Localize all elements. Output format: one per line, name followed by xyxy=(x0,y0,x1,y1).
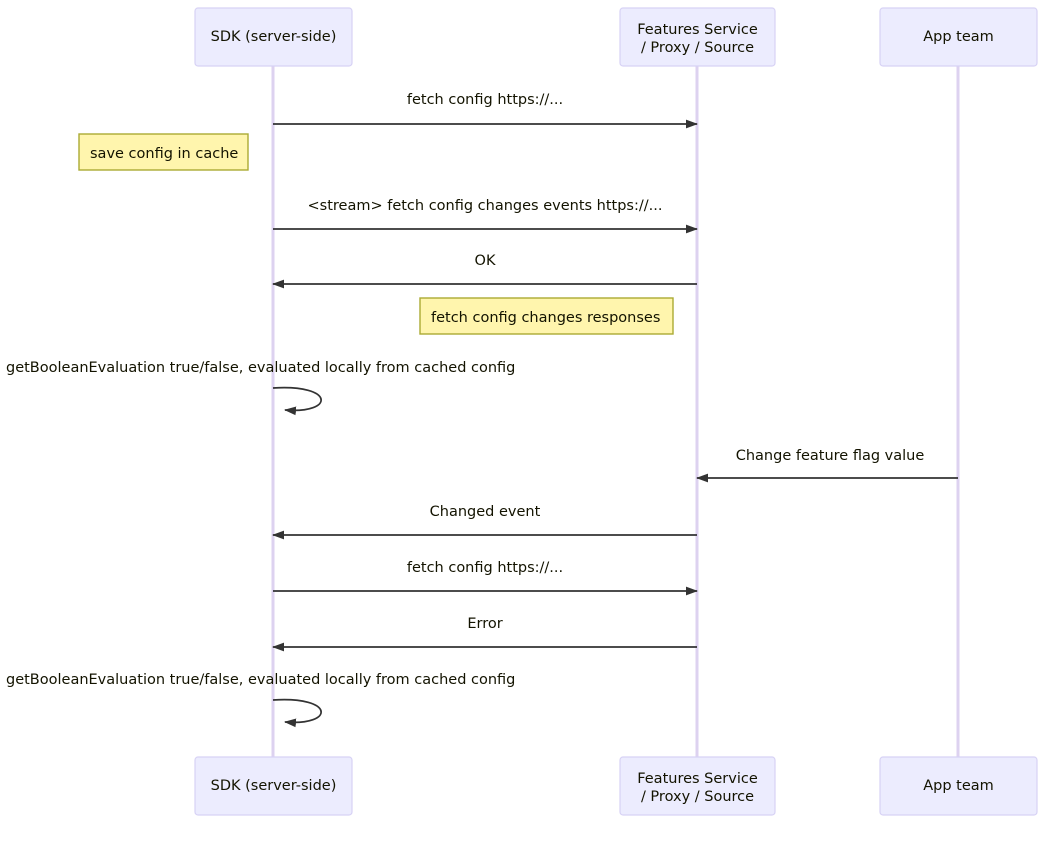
participant-box[interactable] xyxy=(619,756,776,816)
participant-features-bottom[interactable]: Features Service / Proxy / Source xyxy=(619,756,776,816)
message-label: <stream> fetch config changes events htt… xyxy=(308,198,663,214)
message-label: getBooleanEvaluation true/false, evaluat… xyxy=(6,360,515,376)
message-label: getBooleanEvaluation true/false, evaluat… xyxy=(6,672,515,688)
message-label: Change feature flag value xyxy=(736,448,925,464)
message-m3: OK xyxy=(272,253,697,289)
message-label: OK xyxy=(475,253,496,269)
participant-label: App team xyxy=(923,29,994,45)
messages-group: fetch config https://... <stream> fetch c… xyxy=(6,92,958,728)
note-label: fetch config changes responses xyxy=(431,310,660,326)
participant-box[interactable] xyxy=(194,756,353,816)
participant-features-top[interactable]: Features Service / Proxy / Source xyxy=(619,7,776,67)
note-box xyxy=(419,297,674,335)
message-label: Changed event xyxy=(430,504,541,520)
note-n2: fetch config changes responses xyxy=(419,297,674,335)
message-m2: <stream> fetch config changes events htt… xyxy=(273,198,698,234)
self-loop-arrow xyxy=(272,698,322,728)
participant-label: SDK (server-side) xyxy=(211,778,337,794)
message-m6: Changed event xyxy=(272,504,697,540)
note-label: save config in cache xyxy=(90,146,238,162)
note-n1: save config in cache xyxy=(78,133,249,171)
message-m9: getBooleanEvaluation true/false, evaluat… xyxy=(6,672,515,728)
participant-label-line1: Features Service xyxy=(637,771,758,787)
message-label: Error xyxy=(467,616,502,632)
participant-label-line2: / Proxy / Source xyxy=(641,40,754,56)
message-label: fetch config https://... xyxy=(407,560,563,576)
message-m7: fetch config https://... xyxy=(273,560,698,596)
participant-label-line1: Features Service xyxy=(637,22,758,38)
message-m5: Change feature flag value xyxy=(696,448,958,483)
participant-box[interactable] xyxy=(879,756,1038,816)
participant-sdk-bottom[interactable]: SDK (server-side) xyxy=(194,756,353,816)
message-m4: getBooleanEvaluation true/false, evaluat… xyxy=(6,360,515,416)
participant-sdk-top[interactable]: SDK (server-side) xyxy=(194,7,353,67)
actors-group: SDK (server-side) SDK (server-side) Featur… xyxy=(194,7,1038,816)
participant-label-line2: / Proxy / Source xyxy=(641,789,754,805)
notes-group: save config in cache fetch config changes… xyxy=(78,133,674,335)
lifelines-group xyxy=(271,66,960,757)
participant-box[interactable] xyxy=(879,7,1038,67)
message-m8: Error xyxy=(272,616,697,652)
message-m1: fetch config https://... xyxy=(273,92,698,129)
note-box xyxy=(78,133,249,171)
participant-app-top[interactable]: App team xyxy=(879,7,1038,67)
participant-label: App team xyxy=(923,778,994,794)
participant-app-bottom[interactable]: App team xyxy=(879,756,1038,816)
participant-box[interactable] xyxy=(619,7,776,67)
self-loop-arrow xyxy=(272,386,322,416)
message-label: fetch config https://... xyxy=(407,92,563,108)
participant-label: SDK (server-side) xyxy=(211,29,337,45)
participant-box[interactable] xyxy=(194,7,353,67)
